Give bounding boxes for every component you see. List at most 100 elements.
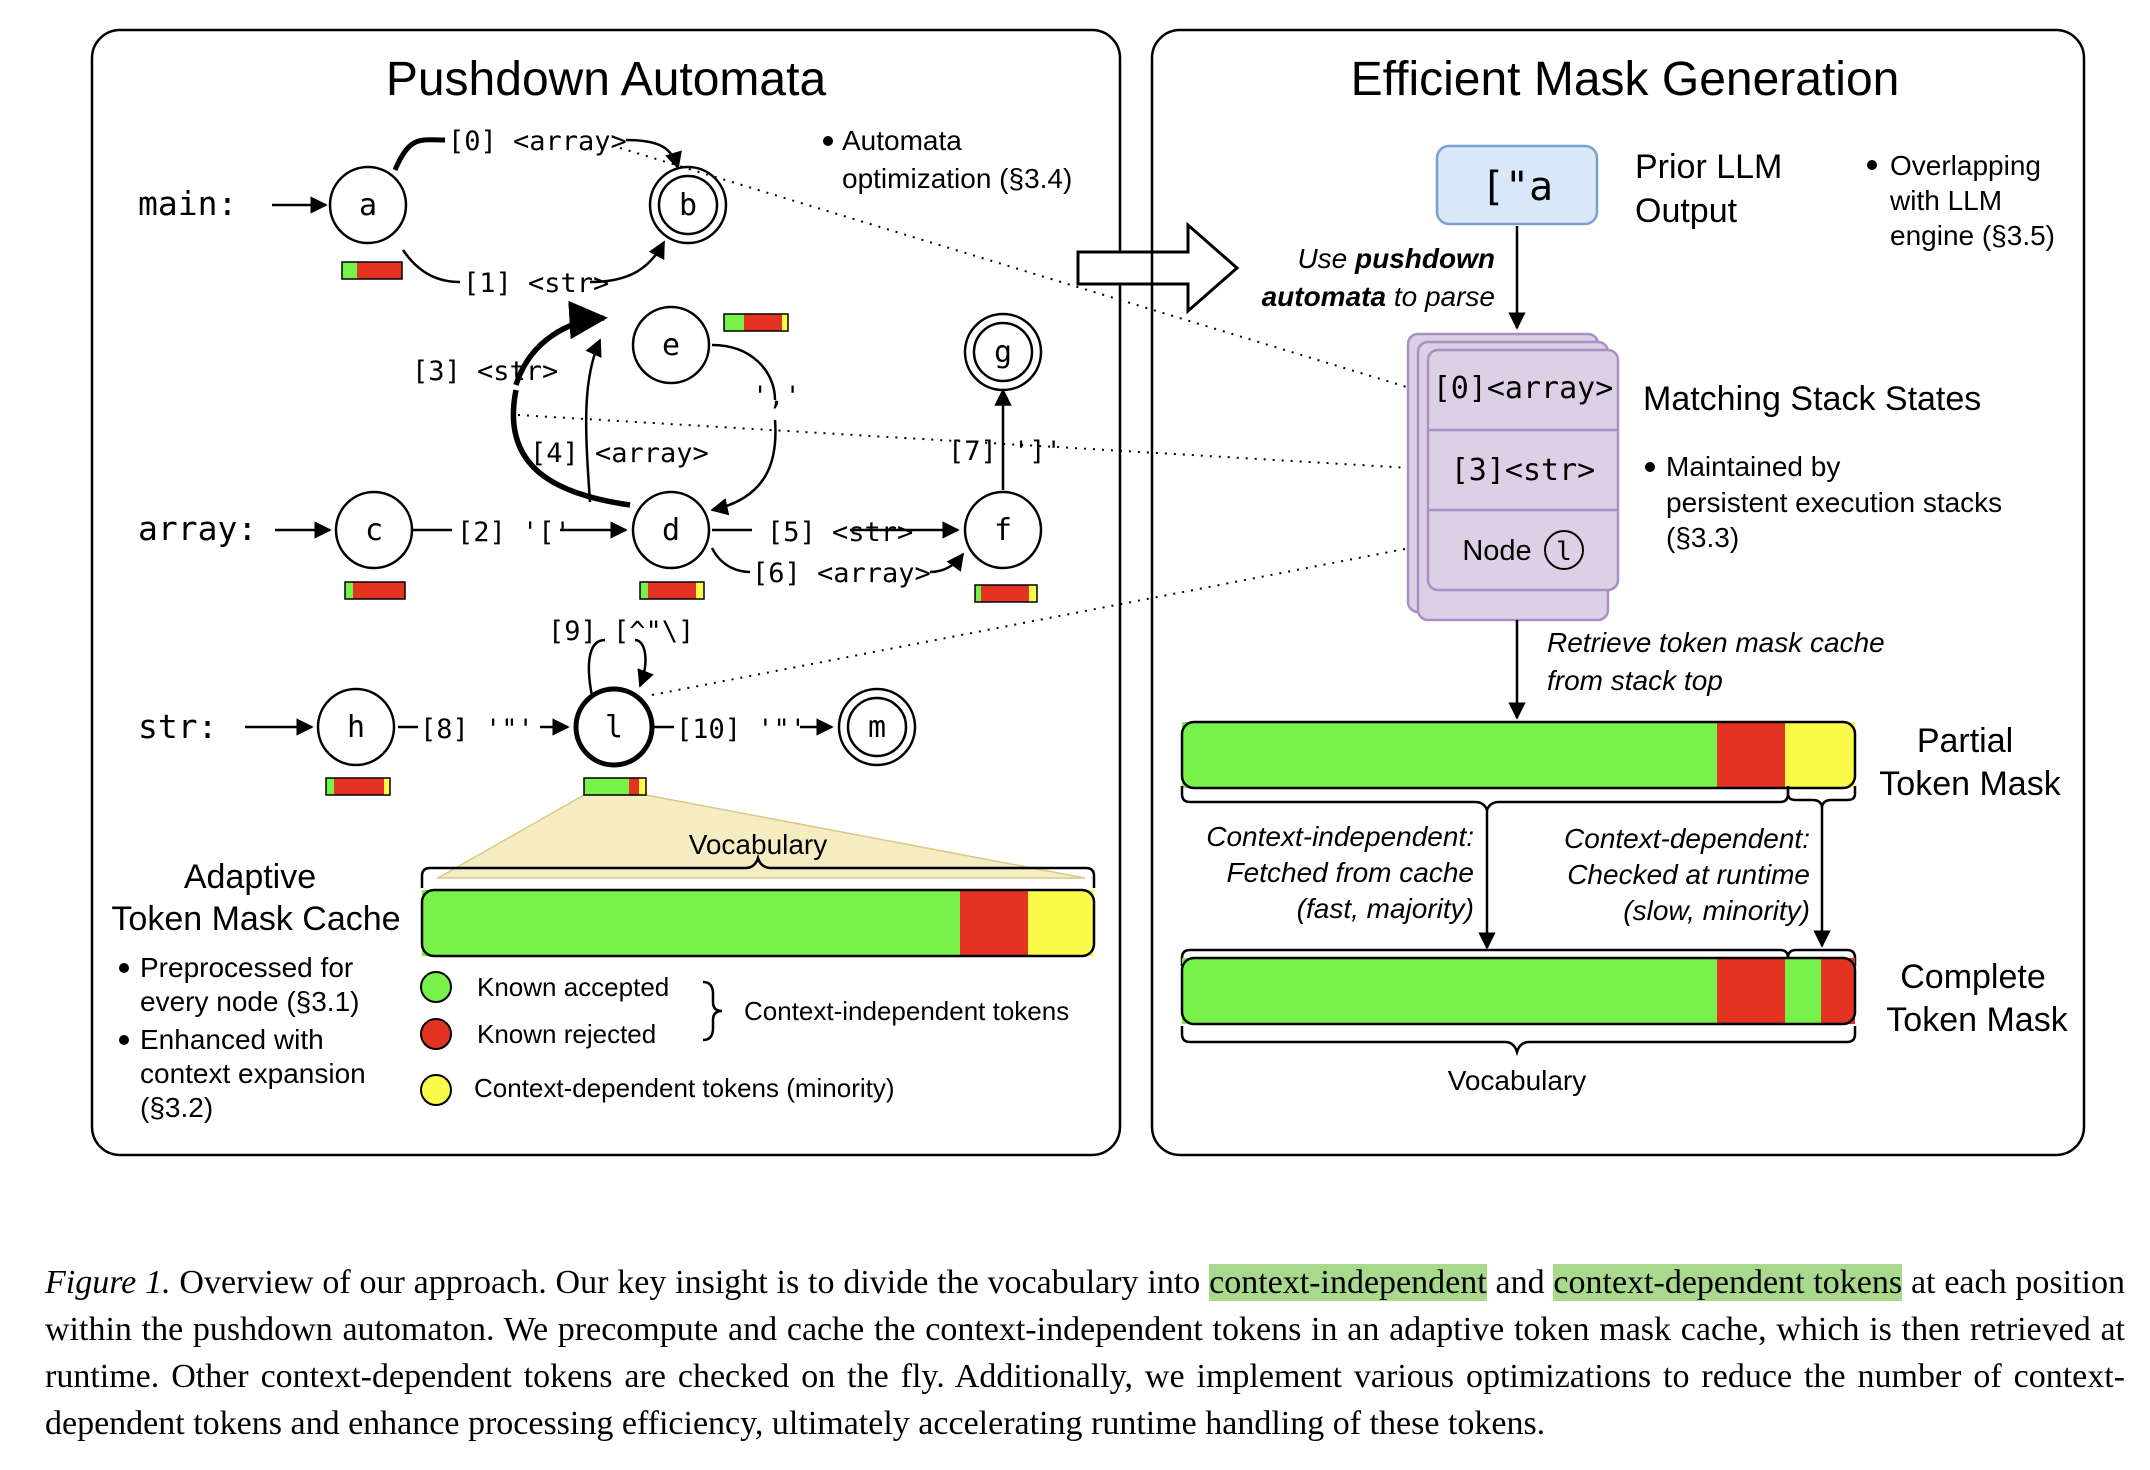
- legend-group-label: Context-independent tokens: [744, 996, 1069, 1026]
- edge-2-label: [2] '[': [457, 517, 571, 548]
- opt-note-line2: optimization (§3.4): [842, 163, 1072, 194]
- comma-label: ',': [752, 381, 801, 412]
- right-panel-title: Efficient Mask Generation: [1351, 53, 1900, 106]
- cd-line1: Context-dependent:: [1564, 823, 1810, 854]
- llm-output-box: [1435, 144, 1599, 226]
- transition-arrow: [1076, 221, 1240, 315]
- prior-output-line1: Prior LLM: [1635, 148, 1782, 186]
- cache-bullet2-line3: (§3.2): [140, 1092, 213, 1123]
- node-g-label: g: [994, 335, 1012, 370]
- complete-mask-bar: [1180, 956, 1857, 1026]
- legend-dependent-label: Context-dependent tokens (minority): [474, 1073, 895, 1103]
- cd-label: Context-dependent: Checked at runtime (s…: [1564, 823, 1810, 926]
- cache-bullet1-line2: every node (§3.1): [140, 986, 359, 1017]
- array-edges: [412, 300, 1012, 574]
- cd-line3: (slow, minority): [1623, 895, 1810, 926]
- opt-note: Automata optimization (§3.4): [823, 125, 1072, 194]
- parse-label: Use pushdown automata to parse: [1262, 243, 1495, 312]
- left-panel-frame: [90, 28, 1122, 1157]
- row-label-str: str:: [138, 707, 217, 746]
- cache-bullet1-line1: Preprocessed for: [140, 952, 353, 983]
- mini-mask-f: [974, 584, 1038, 603]
- mini-mask-l: [583, 777, 647, 796]
- caption-highlight-independent: context-independent: [1209, 1264, 1487, 1301]
- mini-mask-h: [325, 777, 391, 796]
- edge-6-label: [6] <array>: [752, 558, 931, 589]
- stack-note: Maintained by persistent execution stack…: [1645, 451, 2002, 553]
- str-edges: [398, 638, 834, 736]
- vocabulary-label-left: Vocabulary: [689, 829, 828, 860]
- node-c: c: [334, 490, 414, 570]
- overlap-note-line2: with LLM: [1889, 185, 2002, 216]
- prior-output-line2: Output: [1635, 192, 1738, 230]
- edge-0-label: [0] <array>: [448, 126, 627, 157]
- stack-note-line3: (§3.3): [1666, 522, 1739, 553]
- parse-pre: Use: [1297, 243, 1355, 274]
- edge-4-label: [4] <array>: [530, 438, 709, 469]
- node-e-label: e: [662, 328, 680, 363]
- overlap-note-line3: engine (§3.5): [1890, 220, 2055, 251]
- entry-arrows: [245, 196, 332, 736]
- ci-line1: Context-independent:: [1206, 821, 1474, 852]
- cache-bullet2-line2: context expansion: [140, 1058, 366, 1089]
- vocabulary-brace-left: [420, 853, 1096, 888]
- cache-bullet2-line1: Enhanced with: [140, 1024, 324, 1055]
- cache-title-line2: Token Mask Cache: [111, 900, 400, 938]
- legend-rejected-swatch: [420, 1018, 452, 1050]
- node-g: g: [963, 312, 1043, 392]
- cache-mask-bar: [420, 888, 1096, 958]
- complete-label-line2: Token Mask: [1886, 1001, 2068, 1039]
- vocabulary-brace-right: [1180, 1026, 1857, 1057]
- node-a-label: a: [359, 188, 377, 223]
- caption-label: Figure 1.: [45, 1264, 171, 1301]
- main-edges: [392, 137, 682, 284]
- row-label-main: main:: [138, 184, 237, 223]
- stack-node-badge-circle: [1544, 530, 1584, 570]
- edge-9-label: [9] [^"\]: [548, 616, 694, 647]
- left-panel-title: Pushdown Automata: [386, 53, 827, 106]
- node-d-label: d: [662, 513, 680, 548]
- edge-1-label: [1] <str>: [463, 268, 609, 299]
- edge-10-label: [10] '"': [676, 714, 806, 745]
- row-label-array: array:: [138, 509, 257, 548]
- node-b-label: b: [679, 188, 697, 223]
- node-f: f: [963, 490, 1043, 570]
- overlap-note: Overlapping with LLM engine (§3.5): [1867, 150, 2055, 251]
- node-c-label: c: [365, 513, 383, 548]
- parse-bold1: pushdown: [1354, 243, 1495, 274]
- dotted-connectors: [517, 147, 1411, 696]
- legend-brace: [702, 980, 723, 1042]
- legend-accepted-swatch: [420, 971, 452, 1003]
- legend-dependent-swatch: [420, 1074, 452, 1106]
- node-m: m: [837, 687, 917, 767]
- caption-part1: Overview of our approach. Our key insigh…: [170, 1264, 1210, 1301]
- parse-post: to parse: [1386, 281, 1495, 312]
- node-a: a: [328, 165, 408, 245]
- stack-title: Matching Stack States: [1643, 380, 1981, 418]
- partial-label-line1: Partial: [1917, 722, 2013, 760]
- edge-5-label: [5] <str>: [767, 517, 913, 548]
- node-d: d: [631, 490, 711, 570]
- cache-bullets: Preprocessed for every node (§3.1) Enhan…: [119, 952, 366, 1123]
- stack: [0]<array> [3]<str> Node l: [1406, 332, 1620, 622]
- parse-bold2: automata: [1262, 281, 1386, 312]
- node-m-label: m: [868, 710, 886, 745]
- cd-line2: Checked at runtime: [1567, 859, 1810, 890]
- mini-mask-e: [723, 313, 789, 332]
- overlap-note-line1: Overlapping: [1890, 150, 2041, 181]
- ci-line3: (fast, majority): [1297, 893, 1474, 924]
- mini-mask-a: [341, 261, 403, 280]
- mini-mask-c: [344, 581, 406, 600]
- node-b: b: [648, 165, 728, 245]
- retrieve-line1: Retrieve token mask cache: [1547, 627, 1885, 658]
- ci-line2: Fetched from cache: [1227, 857, 1474, 888]
- edge-3-label: [3] <str>: [412, 356, 558, 387]
- stack-item-1: [3]<str>: [1451, 453, 1596, 488]
- right-panel-frame: [1150, 28, 2086, 1157]
- figure-caption: Figure 1. Overview of our approach. Our …: [45, 1259, 2125, 1447]
- figure-diagram: Pushdown Automata Automata optimization …: [90, 28, 2086, 1157]
- retrieve-label: Retrieve token mask cache from stack top: [1547, 627, 1885, 696]
- complete-label-line1: Complete: [1900, 958, 2046, 996]
- stack-note-line2: persistent execution stacks: [1666, 487, 2002, 518]
- stack-node-badge: l: [1556, 537, 1572, 567]
